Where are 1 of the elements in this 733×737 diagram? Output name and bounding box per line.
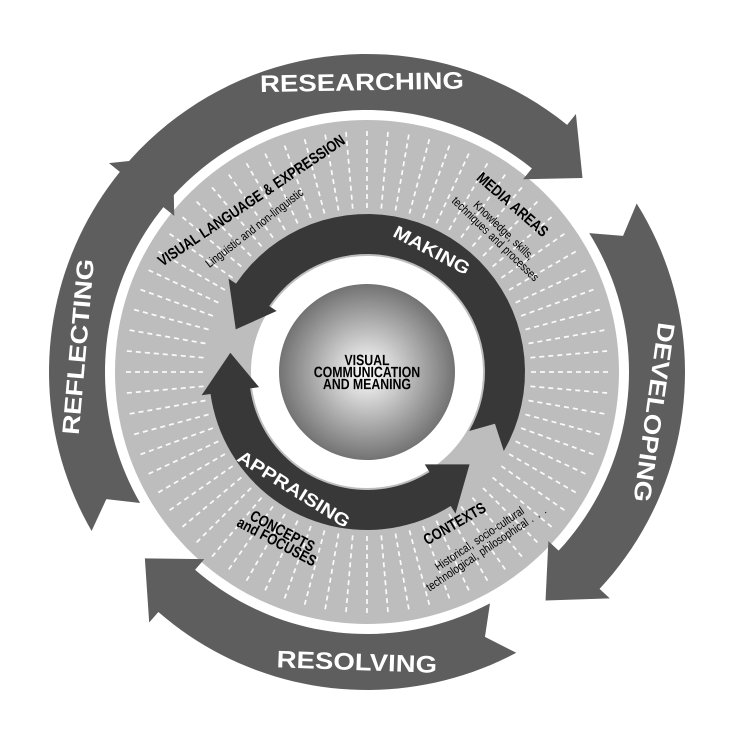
center-sphere: VISUAL COMMUNICATION AND MEANING [314,354,420,390]
